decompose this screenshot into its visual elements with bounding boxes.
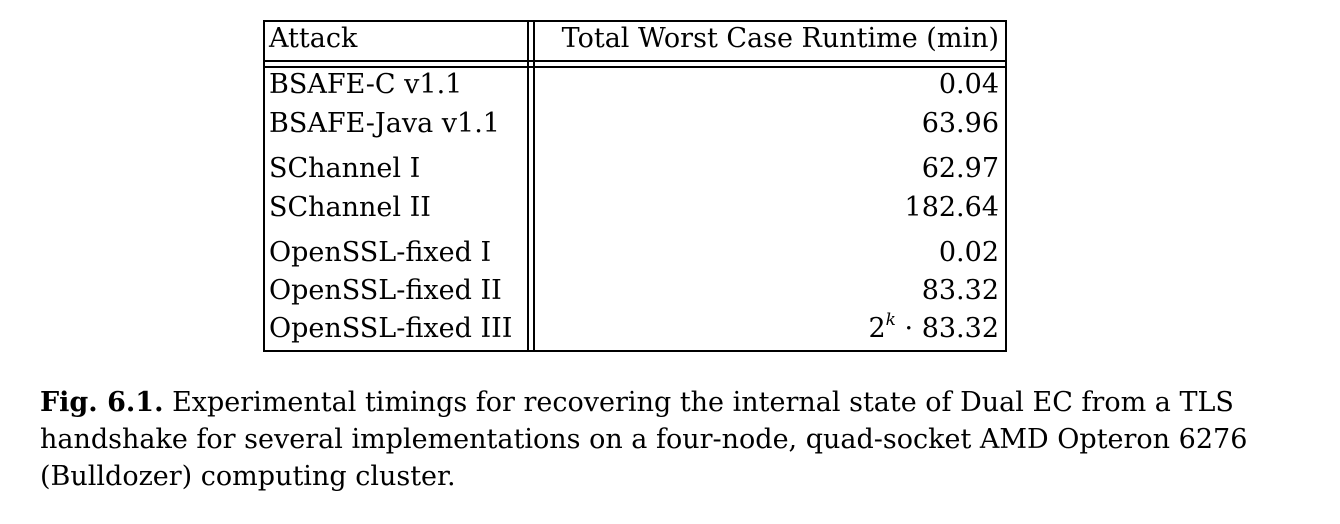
table-border-bottom [263, 350, 1007, 352]
header-rule-1 [263, 60, 1007, 62]
results-table: Attack Total Worst Case Runtime (min) BS… [263, 20, 1007, 352]
column-divider-2 [533, 20, 535, 352]
row-attack-schannel-2: SChannel II [269, 192, 431, 223]
row-attack-openssl-2: OpenSSL-fixed II [269, 275, 502, 306]
row-runtime-openssl-3: 2k · 83.32 [868, 310, 999, 345]
runtime-base: 2 [868, 313, 886, 344]
caption-text: Experimental timings for recovering the … [40, 387, 1248, 492]
row-attack-openssl-1: OpenSSL-fixed I [269, 237, 492, 268]
row-runtime-openssl-1: 0.02 [938, 237, 999, 268]
row-runtime-bsafe-java: 63.96 [921, 108, 999, 139]
row-runtime-schannel-2: 182.64 [904, 192, 999, 223]
row-attack-openssl-3: OpenSSL-fixed III [269, 313, 513, 344]
row-attack-bsafe-java: BSAFE-Java v1.1 [269, 108, 500, 139]
runtime-exponent: k [885, 310, 896, 330]
row-runtime-bsafe-c: 0.04 [938, 69, 999, 100]
header-rule-2 [263, 66, 1007, 68]
runtime-rest: · 83.32 [895, 313, 999, 344]
row-attack-bsafe-c: BSAFE-C v1.1 [269, 69, 463, 100]
header-runtime: Total Worst Case Runtime (min) [561, 23, 999, 54]
row-runtime-schannel-1: 62.97 [921, 153, 999, 184]
table-border-left [263, 20, 265, 352]
figure-caption: Fig. 6.1. Experimental timings for recov… [40, 384, 1260, 495]
row-attack-schannel-1: SChannel I [269, 153, 421, 184]
header-attack: Attack [269, 23, 358, 54]
row-runtime-openssl-2: 83.32 [921, 275, 999, 306]
table-border-right [1005, 20, 1007, 352]
caption-label: Fig. 6.1. [40, 387, 164, 418]
column-divider-1 [527, 20, 529, 352]
table-border-top [263, 20, 1007, 22]
